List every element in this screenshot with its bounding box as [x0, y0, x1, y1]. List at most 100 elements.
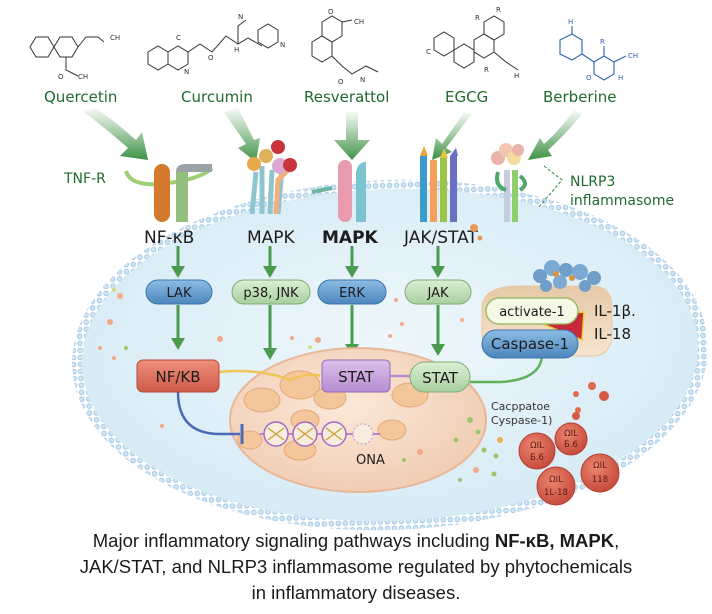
caption-bold-mapk: MAPK [559, 530, 615, 551]
atom-o: O [58, 73, 64, 81]
node-erk[interactable]: ERK [317, 279, 387, 305]
pathway-mapk-title-2: MAPK [322, 228, 379, 248]
pathway-mapk-title-1: MAPK [247, 228, 296, 248]
arrow-mapk-to-p38 [263, 246, 277, 278]
dna-helix [260, 421, 380, 447]
tnf-r-label: TNF-R [63, 171, 106, 187]
resveratrol-arrow [334, 112, 370, 160]
particles [98, 224, 609, 482]
caspase-note-line1: Cacppatoe [491, 400, 550, 413]
curcumin-structure: C O N N H N [147, 13, 285, 76]
cytokine-2: ΩIL Б.6 [554, 422, 588, 456]
cytokine-1-bottom: Б.6 [530, 453, 544, 463]
cytokine-4-top: ΩIL [593, 461, 607, 471]
caspase-stat-connector [470, 355, 544, 384]
caspase-note-line2: Cyspase-1) [491, 414, 552, 427]
node-activate-1[interactable]: activate-1 [485, 297, 579, 325]
node-stat-purple[interactable]: STAT [321, 359, 391, 393]
caption-trailing-comma: , [614, 530, 620, 551]
mapk-receptor-1 [247, 140, 297, 215]
berberine-structure: H R CH O H [559, 18, 638, 82]
arrow-p38-down [263, 305, 277, 360]
node-nfkb[interactable]: NF/KB [136, 359, 220, 393]
atom-o: O [586, 74, 592, 82]
node-caspase-label: Caspase-1 [491, 335, 569, 353]
egcg-arrow [432, 112, 472, 160]
il18-label: IL-18 [594, 325, 631, 343]
tnf-receptor [154, 164, 212, 222]
atom-o: O [208, 54, 214, 62]
nlrp3-label-line1: NLRP3 [570, 174, 615, 190]
atom-r: R [600, 38, 605, 46]
node-p38-label: p38, JNK [243, 286, 299, 301]
atom-o: O [338, 78, 344, 86]
cytokine-1: ΩIL Б.6 [518, 432, 556, 470]
nlrp3-label-line2: inflammasome [570, 193, 674, 209]
pathway-nfkb-title: NF-κB [144, 228, 194, 248]
nlrp3-receptor [491, 143, 527, 222]
node-nfkb-label: NF/KB [155, 368, 200, 386]
arrow-jakstat-to-jak [431, 246, 445, 278]
atom-ch: CH [628, 52, 638, 60]
cytokine-3-top: ΩIL [549, 475, 563, 485]
jak-stat-receptor [420, 146, 458, 222]
cytokine-4-bottom: 118 [592, 475, 608, 485]
node-stat-green-label: STAT [422, 369, 459, 387]
atom-ch: CH [110, 34, 120, 42]
arrow-lak-to-nfkb [171, 305, 185, 350]
node-stat-green[interactable]: STAT [409, 361, 471, 393]
node-lak-label: LAK [167, 286, 192, 301]
curcumin-label: Curcumin [181, 88, 253, 106]
cytokine-3-bottom: 1L-18 [544, 488, 568, 498]
cytokine-1-top: ΩIL [530, 441, 544, 451]
atom-r: R [475, 14, 480, 22]
quercetin-arrow [84, 108, 148, 160]
node-lak[interactable]: LAK [145, 279, 213, 305]
cytokine-2-bottom: Б.6 [564, 440, 578, 450]
quercetin-label: Quercetin [44, 88, 117, 106]
node-p38-jnk[interactable]: p38, JNK [231, 279, 311, 305]
mapk-receptor-2 [311, 160, 366, 222]
atom-o: O [328, 8, 334, 16]
node-caspase-1[interactable]: Caspase-1 [481, 329, 579, 359]
node-jak[interactable]: JAK [404, 279, 472, 305]
quercetin-structure: CH O CH [29, 34, 120, 81]
arrow-jak-to-stat [431, 305, 445, 356]
cytokine-3: ΩIL 1L-18 [536, 466, 576, 506]
phytochemical-arrows [84, 108, 582, 162]
resveratrol-structure: O CH O N [311, 8, 379, 86]
caption-line-2: JAK/STAT, and NLRP3 inflammasome regulat… [79, 556, 633, 577]
atom-n: N [280, 41, 285, 49]
atom-n: N [238, 13, 243, 21]
atom-h: H [568, 18, 573, 26]
atom-h: H [618, 74, 623, 82]
node-jak-label: JAK [426, 286, 448, 301]
il1b-label: IL-1β. [594, 302, 636, 320]
caption-comma: , [549, 530, 560, 551]
curcumin-arrow [224, 108, 260, 162]
arrow-nfkb-to-lak [171, 246, 185, 278]
caption-bold-nfkb: NF-κB [494, 530, 550, 551]
arrow-mapk-to-erk [345, 246, 359, 278]
inflammasome-proteins [533, 260, 601, 292]
cytokine-4: ΩIL 118 [580, 453, 620, 493]
resveratrol-label: Resverattol [304, 88, 389, 106]
atom-c: C [176, 34, 181, 42]
atom-r: R [496, 6, 501, 14]
atom-ch: CH [354, 18, 364, 26]
figure-caption: Major inflammatory signaling pathways in… [0, 528, 712, 606]
atom-n: N [184, 68, 189, 76]
nfkb-stat-connector [217, 369, 321, 382]
atom-n: N [360, 76, 365, 84]
node-activate-label: activate-1 [499, 305, 565, 320]
berberine-label: Berberine [543, 88, 617, 106]
dna-label: ONA [356, 453, 385, 468]
node-stat-purple-label: STAT [338, 368, 375, 386]
berberine-arrow [528, 110, 582, 160]
atom-h: H [514, 72, 519, 80]
nlrp3-pointer [537, 165, 563, 209]
caption-line-1: Major inflammatory signaling pathways in… [0, 528, 712, 554]
atom-c: C [426, 48, 431, 56]
egcg-label: EGCG [445, 88, 488, 106]
